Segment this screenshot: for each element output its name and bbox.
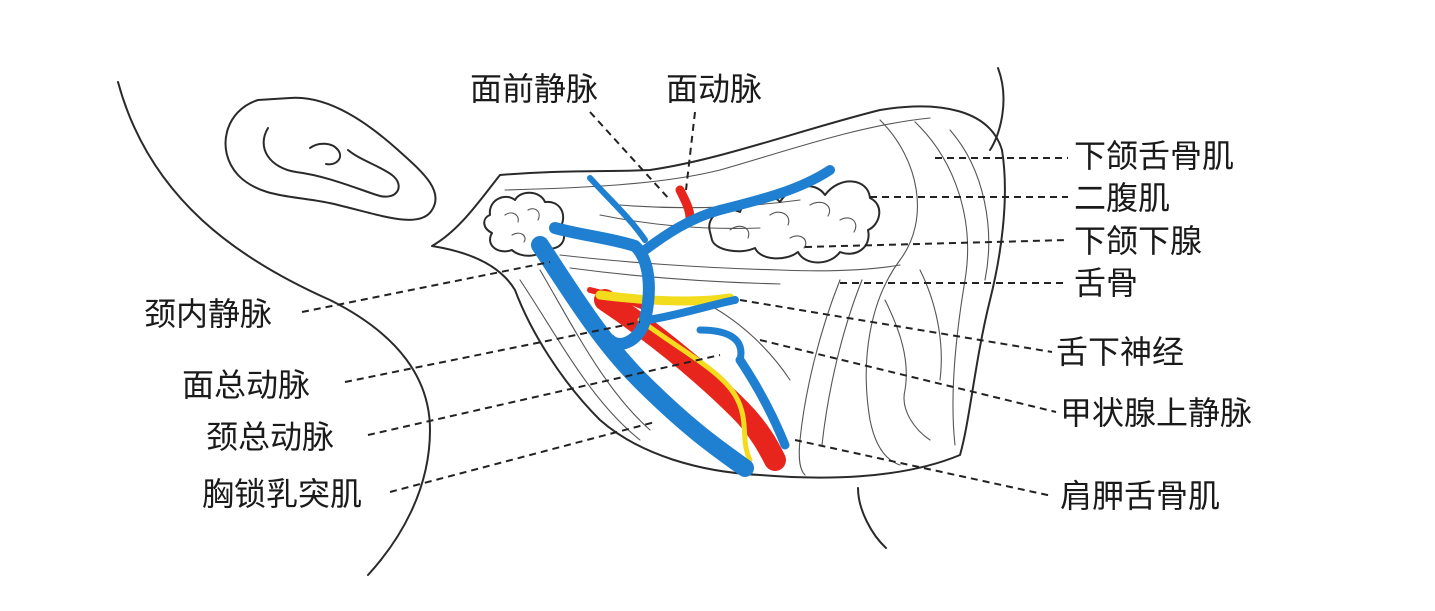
leader-anterior-facial-vein — [589, 111, 671, 201]
body-outline — [117, 67, 1005, 576]
label-mylohyoid: 下颌舌骨肌 — [1074, 137, 1235, 175]
label-digastric: 二腹肌 — [1074, 179, 1171, 217]
leader-submandibular-gland — [804, 239, 1069, 248]
label-hyoid: 舌骨 — [1074, 264, 1139, 302]
leader-lines — [301, 111, 1069, 497]
gland-left — [483, 191, 565, 257]
leader-sternocleidomastoid — [389, 421, 656, 493]
veins — [531, 165, 835, 477]
label-superior-thyroid-vein: 甲状腺上静脉 — [1060, 394, 1253, 432]
ear-illustration — [224, 96, 437, 221]
nerves — [595, 290, 753, 463]
label-sternocleidomastoid: 胸锁乳突肌 — [202, 475, 363, 513]
label-submandibular-gland: 下颌下腺 — [1074, 222, 1203, 260]
leader-omohyoid — [794, 439, 1053, 497]
leader-internal-jugular-vein — [301, 261, 551, 313]
label-anterior-facial-vein: 面前静脉 — [470, 70, 599, 108]
surgical-field — [431, 105, 1006, 479]
leader-common-carotid-artery — [367, 354, 721, 436]
label-facial-artery: 面动脉 — [666, 70, 763, 108]
leader-common-facial-vein — [344, 321, 641, 383]
label-internal-jugular-vein: 颈内静脉 — [144, 295, 273, 333]
gland-right — [708, 180, 881, 264]
label-common-facial-vein: 面总动脉 — [182, 366, 311, 404]
label-hypoglossal-nerve: 舌下神经 — [1056, 333, 1185, 371]
label-omohyoid: 肩胛舌骨肌 — [1060, 477, 1221, 515]
leader-hypoglossal-nerve — [739, 299, 1053, 353]
label-common-carotid-artery: 颈总动脉 — [206, 418, 335, 456]
leader-facial-artery — [685, 111, 696, 191]
leader-superior-thyroid-vein — [759, 339, 1057, 413]
